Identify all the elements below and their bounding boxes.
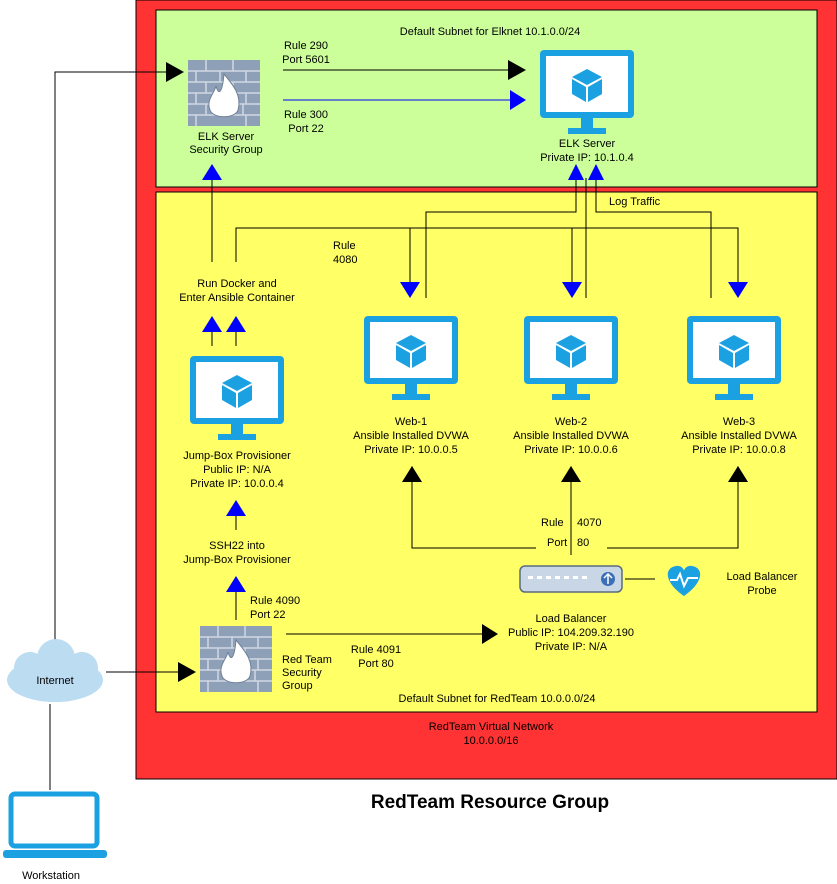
web3-in-arrowhead [728, 466, 748, 482]
resource-group-title: RedTeam Resource Group [371, 792, 609, 813]
workstation-label: Workstation [22, 870, 80, 882]
web3-label-2: Ansible Installed DVWA [681, 430, 797, 442]
web3-log-line [595, 178, 712, 298]
internet-cloud-icon[interactable] [7, 639, 103, 702]
rule4080-line [235, 227, 739, 288]
log-arrowhead-1 [568, 164, 584, 180]
redteam-sg-firewall-icon [199, 625, 273, 693]
rule300-label-1: Rule 300 [284, 109, 328, 121]
load-balancer-icon[interactable] [519, 565, 623, 593]
red-sg-label-3: Group [282, 680, 313, 692]
load-balancer-label-1: Load Balancer [536, 613, 607, 625]
vnet-label-1: RedTeam Virtual Network [429, 721, 554, 733]
internet-label: Internet [36, 675, 73, 687]
rule4080-label-2: 4080 [333, 254, 357, 266]
rule4080-web3-arrowhead [728, 282, 748, 298]
ssh-label-2: Jump-Box Provisioner [183, 554, 291, 566]
rule4070-number-label: 4070 [577, 517, 601, 529]
lb-to-web1-arrow [408, 466, 536, 549]
web2-label-1: Web-2 [555, 416, 587, 428]
docker-label-1: Run Docker and [197, 278, 277, 290]
docker-up-arrowhead-2 [226, 316, 246, 332]
lb-probe-label-2: Probe [747, 585, 776, 597]
rule4070-rule-label: Rule [541, 517, 564, 529]
ssh-up-arrowhead [226, 500, 246, 516]
rule4090-label-2: Port 22 [250, 609, 285, 621]
web1-log-line [425, 178, 577, 298]
elk-sg-label-1: ELK Server [198, 131, 255, 143]
elk-sg-in-arrowhead [166, 62, 184, 82]
elk-sg-label-2: Security Group [189, 144, 262, 156]
red-sg-label-1: Red Team [282, 654, 332, 666]
rule4091-label-2: Port 80 [358, 658, 393, 670]
elk-subnet-box [155, 9, 818, 188]
rule300-label-2: Port 22 [288, 123, 323, 135]
web2-label-2: Ansible Installed DVWA [513, 430, 629, 442]
web3-label-3: Private IP: 10.0.0.8 [692, 444, 786, 456]
rule290-label-2: Port 5601 [282, 54, 330, 66]
rule4091-label-1: Rule 4091 [351, 644, 401, 656]
jumpbox-label-2: Public IP: N/A [203, 464, 272, 476]
load-balancer-label-3: Private IP: N/A [535, 641, 608, 653]
rule300-arrowhead [510, 90, 526, 110]
elk-server-label-2: Private IP: 10.1.0.4 [540, 152, 634, 164]
vnet-label-2: 10.0.0.0/16 [463, 735, 518, 747]
rule290-label-1: Rule 290 [284, 40, 328, 52]
internet-to-elk-sg-line [54, 68, 180, 642]
log-arrowhead-2 [588, 164, 604, 180]
rule4080-web2-arrowhead [562, 282, 582, 298]
redteam-subnet-box [155, 191, 818, 713]
web3-label-1: Web-3 [723, 416, 755, 428]
web1-label-2: Ansible Installed DVWA [353, 430, 469, 442]
heart-icon [667, 565, 701, 596]
rule4080-label-1: Rule [333, 240, 356, 252]
web1-label-1: Web-1 [395, 416, 427, 428]
web2-in-arrowhead [561, 466, 581, 482]
elk-sg-firewall-icon [187, 59, 261, 127]
rule4070-port-label: Port [547, 537, 567, 549]
sg-up-arrowhead [226, 576, 246, 592]
lb-to-web3-arrow [607, 466, 742, 549]
docker-up-arrowhead-1 [202, 316, 222, 332]
laptop-icon[interactable] [3, 791, 107, 858]
redteam-sg-in-arrowhead [178, 662, 196, 682]
web2-label-3: Private IP: 10.0.0.6 [524, 444, 618, 456]
rule290-arrowhead [508, 60, 526, 80]
jumpbox-label-3: Private IP: 10.0.0.4 [190, 478, 284, 490]
red-sg-label-2: Security [282, 667, 322, 679]
web1-in-arrowhead [402, 466, 422, 482]
ssh-label-1: SSH22 into [209, 540, 265, 552]
log-traffic-label: Log Traffic [609, 196, 661, 208]
docker-to-elk-arrowhead [202, 164, 222, 180]
rule4080-web1-arrowhead [400, 282, 420, 298]
load-balancer-label-2: Public IP: 104.209.32.190 [508, 627, 634, 639]
rule4091-arrowhead [482, 624, 498, 644]
elk-server-label-1: ELK Server [559, 138, 616, 150]
web1-label-3: Private IP: 10.0.0.5 [364, 444, 458, 456]
rule4070-port-number-label: 80 [577, 537, 589, 549]
redteam-subnet-label: Default Subnet for RedTeam 10.0.0.0/24 [399, 693, 596, 705]
rule4090-label-1: Rule 4090 [250, 595, 300, 607]
lb-probe-label-1: Load Balancer [727, 571, 798, 583]
elk-subnet-label: Default Subnet for Elknet 10.1.0.0/24 [400, 26, 580, 38]
jumpbox-label-1: Jump-Box Provisioner [183, 450, 291, 462]
docker-label-2: Enter Ansible Container [179, 292, 295, 304]
